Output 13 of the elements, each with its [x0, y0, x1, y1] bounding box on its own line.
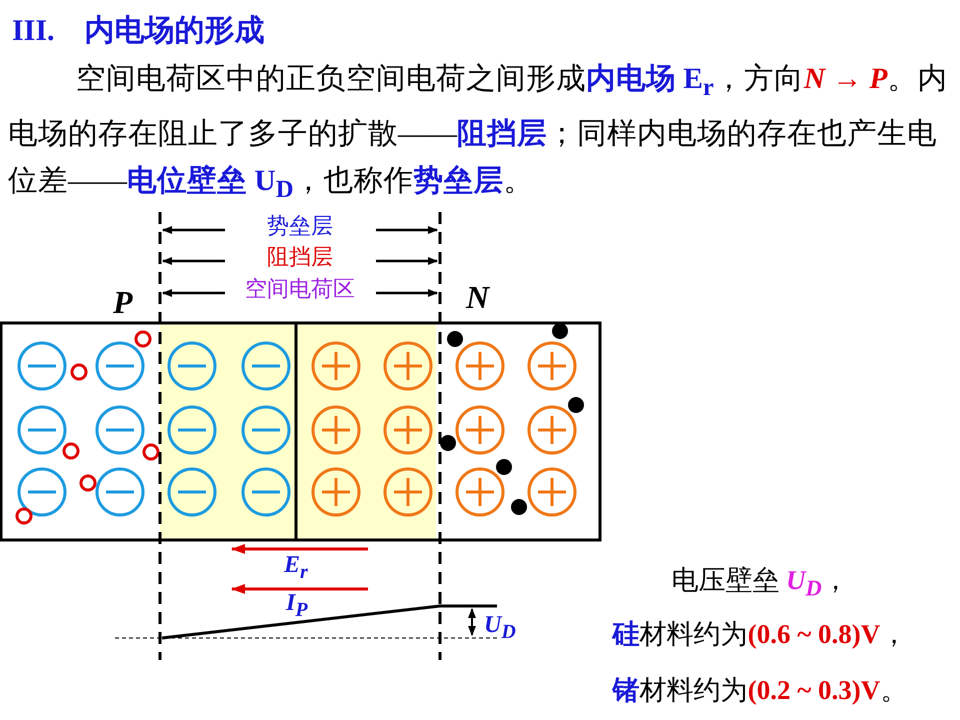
symbol-label: I$_{P}$ — [286, 590, 308, 621]
note-text: 电压壁垒 U$_{D}$， — [671, 566, 849, 602]
symbol-label: U$_{D}$ — [484, 612, 516, 643]
note-text: 锗材料约为(0.2 ~ 0.3)V。 — [612, 676, 908, 706]
region-letter: P — [113, 285, 133, 320]
region-letter: N — [466, 280, 490, 316]
region-label: 空间电荷区 — [245, 277, 355, 302]
title: III. 内电场的形成 — [12, 14, 265, 47]
region-label: 势垒层 — [267, 214, 333, 238]
symbol-label: E$_{r}$ — [284, 552, 308, 583]
note-text: 硅材料约为(0.6 ~ 0.8)V， — [612, 620, 908, 650]
paragraph: 空间电荷区中的正负空间电荷之间形成内电场 E$_{r}$，方向N → P。内电场的存在阻止了多子的扩散——阻挡层；同样内电场的存在也产生电位差——电位壁垒 U$_{D}$，也称作势垒层。 — [8, 62, 948, 205]
region-label: 阻挡层 — [267, 245, 333, 270]
